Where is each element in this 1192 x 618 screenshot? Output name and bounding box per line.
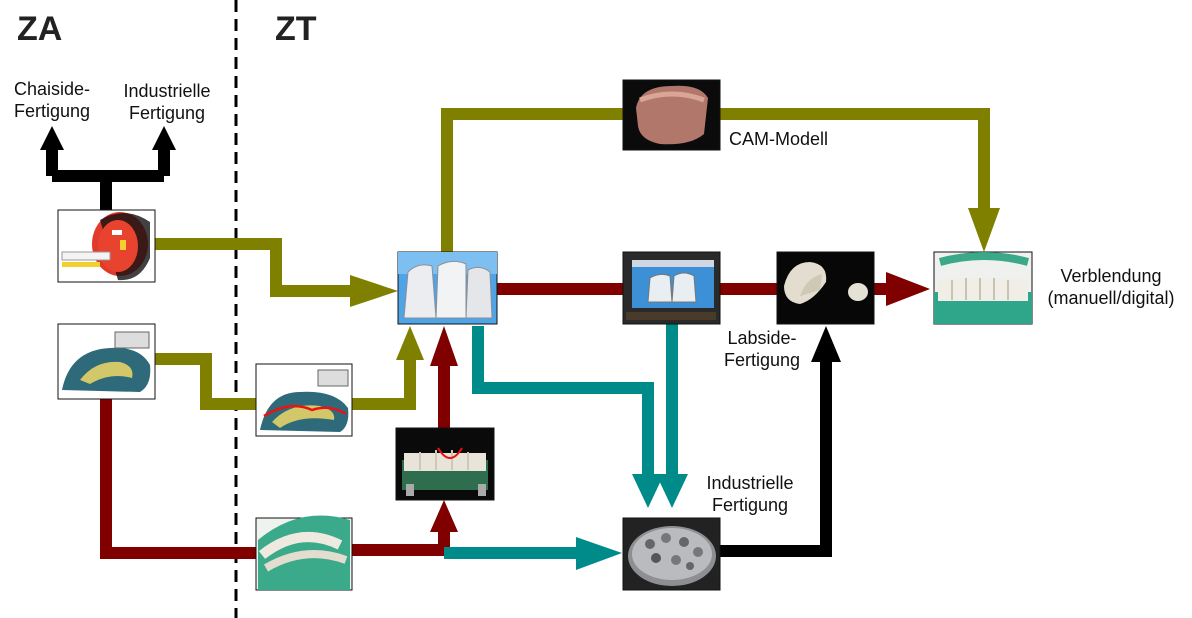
cad-software-screen — [622, 251, 721, 325]
za-header: ZA — [17, 10, 63, 48]
industrial-label-bottom: Industrielle Fertigung — [696, 472, 804, 516]
impression-scan-photo — [255, 363, 353, 437]
bridge-frame-photo — [776, 251, 875, 325]
plaster-model-photo — [255, 515, 353, 591]
chairside-label: Chaiside- Fertigung — [6, 78, 98, 122]
intraoral-scan-photo — [57, 209, 156, 283]
red-flow — [100, 283, 886, 559]
milled-parts-plate-photo — [622, 517, 721, 591]
industrial-label-top-line2: Fertigung — [128, 103, 206, 123]
teal-arrowheads — [576, 474, 688, 570]
veneer-label-line2: (manuell/digital) — [1047, 288, 1175, 308]
labside-label: Labside- Fertigung — [714, 327, 810, 371]
scanned-crowns-render — [397, 251, 498, 325]
olive-arrowheads — [350, 208, 1000, 360]
industrial-label-top: Industrielle Fertigung — [114, 80, 220, 124]
labside-label-line2: Fertigung — [723, 350, 801, 370]
chairside-label-line2: Fertigung — [13, 101, 91, 121]
impression-tray-photo — [57, 323, 156, 400]
chairside-label-line1: Chaiside- — [13, 79, 91, 99]
finished-restoration-photo — [933, 251, 1033, 325]
black-flow — [720, 326, 841, 557]
model-with-margin-photo — [395, 427, 495, 501]
veneer-label-line1: Verblendung — [1060, 266, 1162, 286]
cam-model-photo — [622, 79, 721, 151]
industrial-label-bottom-line1: Industrielle — [706, 473, 794, 493]
veneer-label: Verblendung (manuell/digital) — [1036, 265, 1186, 309]
chairside-industrial-fork — [40, 126, 176, 212]
zt-header: ZT — [275, 10, 317, 48]
industrial-label-top-line1: Industrielle — [123, 81, 211, 101]
industrial-label-bottom-line2: Fertigung — [711, 495, 789, 515]
teal-flow — [444, 324, 678, 559]
cam-model-label: CAM-Modell — [729, 129, 829, 149]
red-arrowheads — [430, 272, 930, 532]
labside-label-line1: Labside- — [727, 328, 797, 348]
